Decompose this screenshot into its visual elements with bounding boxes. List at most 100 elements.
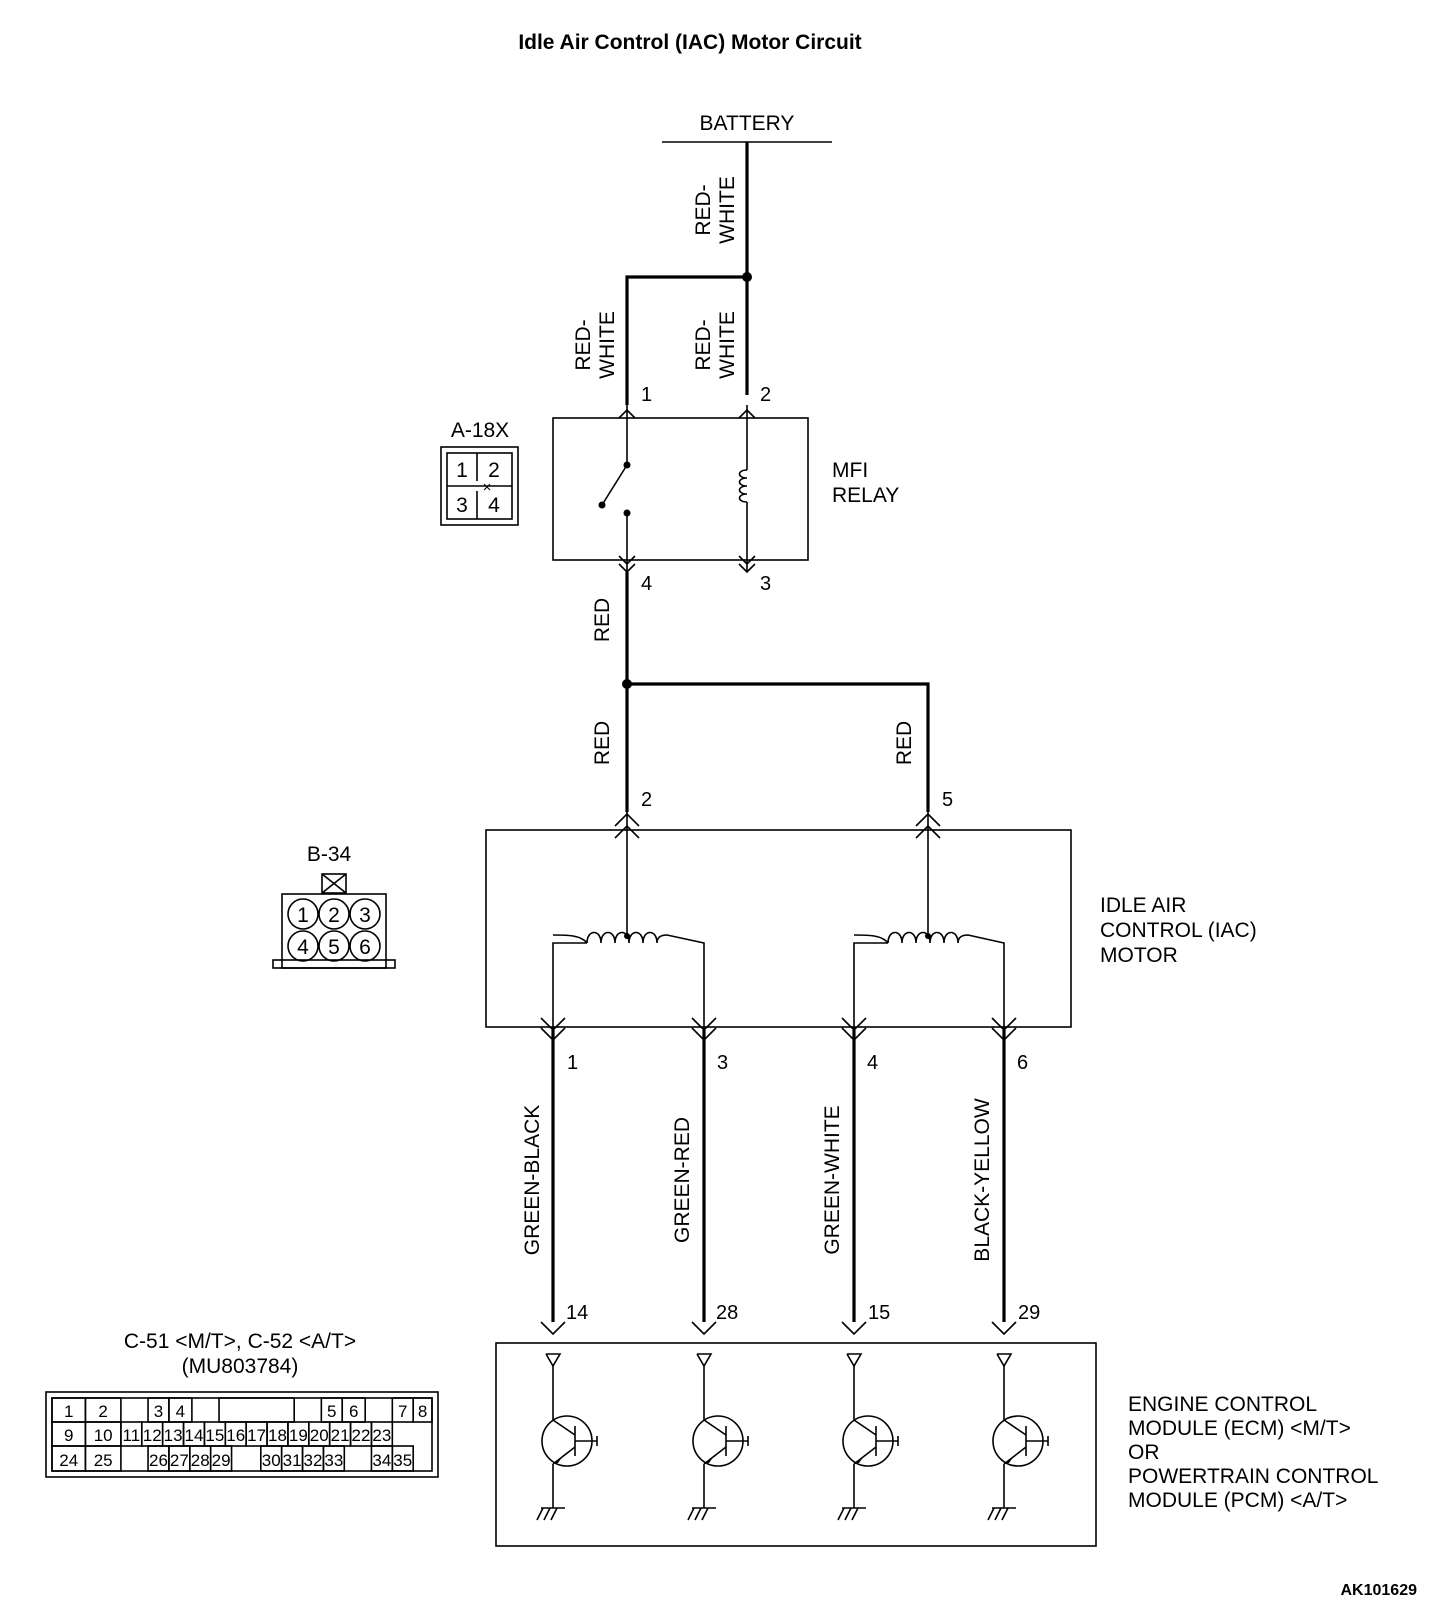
- ecm-driver-transistor-4: [987, 1353, 1049, 1521]
- relay-pin-4: 4: [641, 573, 652, 595]
- relay-name-line1: MFI: [832, 459, 868, 482]
- ecm-connector-pin-32: 32: [304, 1451, 323, 1470]
- ecm-connector-cavity-bottom-6: [209, 1445, 233, 1472]
- wire-color-motor-pin3: GREEN-RED: [671, 1117, 694, 1243]
- ecm-pin-14: 14: [566, 1302, 588, 1324]
- relay-connector-id: A-18X: [451, 419, 509, 442]
- motor-pin-3: 3: [717, 1052, 728, 1074]
- motor-pin-5: 5: [942, 789, 953, 811]
- motor-pin-1: 1: [567, 1052, 578, 1074]
- ecm-connector-pin-22: 22: [352, 1426, 371, 1445]
- motor-name-line1: IDLE AIR: [1100, 894, 1186, 917]
- ecm-connector-pin-29: 29: [212, 1451, 231, 1470]
- motor-coil1-tap: [624, 933, 630, 939]
- ecm-name-line2: MODULE (ECM) <M/T>: [1128, 1417, 1351, 1440]
- ecm-connector-pin-7: 7: [398, 1402, 407, 1421]
- relay-pin-2: 2: [760, 384, 771, 406]
- relay-connector-pin-4: 4: [488, 494, 500, 517]
- ecm-driver-transistor-1: [536, 1353, 598, 1521]
- ecm-connector-pin-35: 35: [393, 1451, 412, 1470]
- wire-color-battery-feed-line1: RED-: [692, 184, 715, 235]
- ecm-pin-28: 28: [716, 1302, 738, 1324]
- motor-pin-4: 4: [867, 1052, 878, 1074]
- svg-text:×: ×: [483, 479, 492, 496]
- ecm-connector-pin-28: 28: [191, 1451, 210, 1470]
- relay-connector-face-icon: ×: [440, 446, 519, 526]
- ecm-connector-pin-21: 21: [331, 1426, 350, 1445]
- ecm-connector-pin-25: 25: [94, 1451, 113, 1470]
- relay-connector-pin-2: 2: [488, 459, 500, 482]
- ecm-connector-pin-24: 24: [59, 1451, 78, 1470]
- ecm-connector-pin-3: 3: [154, 1402, 163, 1421]
- motor-pin-6: 6: [1017, 1052, 1028, 1074]
- relay-pin1-wire: [625, 275, 747, 405]
- ecm-connector-pin-31: 31: [283, 1451, 302, 1470]
- ecm-connector-pin-5: 5: [327, 1402, 336, 1421]
- ecm-terminals: [540, 1321, 1017, 1336]
- motor-connector-pin-4: 4: [297, 936, 309, 959]
- wire-color-relay-pin1-line1: RED-: [572, 319, 595, 370]
- ecm-connector-pin-11: 11: [123, 1426, 141, 1445]
- wire-color-relay-out: RED: [591, 598, 614, 642]
- ecm-connector-pin-27: 27: [170, 1451, 189, 1470]
- relay-name-line2: RELAY: [832, 484, 899, 507]
- motor-connector-pin-3: 3: [359, 904, 371, 927]
- ecm-connector-pin-8: 8: [418, 1402, 427, 1421]
- ecm-name-line3: OR: [1128, 1441, 1160, 1464]
- motor-connector-pin-1: 1: [297, 904, 309, 927]
- motor-connector-pin-5: 5: [328, 936, 340, 959]
- ecm-connector-cavity-top-9: [412, 1397, 433, 1423]
- wire-color-motor-pin6: BLACK-YELLOW: [971, 1098, 994, 1262]
- motor-connector-pin-6: 6: [359, 936, 371, 959]
- ecm-connector-pin-16: 16: [226, 1426, 245, 1445]
- motor-connector-pin-2: 2: [328, 904, 340, 927]
- motor-connector-face-icon: [272, 873, 396, 969]
- ecm-connector-pin-17: 17: [247, 1426, 266, 1445]
- wire-color-motor-pin5: RED: [893, 721, 916, 765]
- relay-switch-blade: [601, 464, 628, 506]
- motor-coil-2: [853, 931, 1005, 1030]
- ecm-connector-cavity-bottom-12: [391, 1445, 415, 1472]
- relay-connector-pin-3: 3: [456, 494, 468, 517]
- relay-pin-3: 3: [760, 573, 771, 595]
- ecm-connector-pin-14: 14: [185, 1426, 204, 1445]
- ecm-connector-pin-34: 34: [372, 1451, 391, 1470]
- motor-bottom-terminals: [540, 1017, 1017, 1042]
- ecm-connector-pin-4: 4: [176, 1402, 185, 1421]
- figure-id: AK101629: [1341, 1582, 1418, 1599]
- relay-coil: [738, 469, 748, 503]
- ecm-transistors: [536, 1353, 1049, 1521]
- wire-color-battery-feed-line2: WHITE: [716, 176, 739, 244]
- ecm-connector-cavity-top-5: [218, 1397, 295, 1423]
- mfi-relay-box: [552, 417, 809, 561]
- ecm-box: [495, 1342, 1097, 1547]
- wire-color-relay-pin1-line2: WHITE: [596, 311, 619, 379]
- ecm-connector-pin-1: 1: [64, 1402, 73, 1421]
- ecm-connector-pin-18: 18: [268, 1426, 287, 1445]
- motor-coil2-tap: [925, 933, 931, 939]
- ecm-connector-part-number: (MU803784): [182, 1355, 299, 1378]
- wire-color-motor-pin1: GREEN-BLACK: [521, 1105, 544, 1256]
- ecm-connector-pin-19: 19: [289, 1426, 308, 1445]
- motor-pin5-feed-wire: [627, 682, 930, 812]
- ecm-connector-pin-15: 15: [205, 1426, 224, 1445]
- motor-name-line3: MOTOR: [1100, 944, 1178, 967]
- ecm-name-line4: POWERTRAIN CONTROL: [1128, 1465, 1378, 1488]
- relay-switch-pivot: [598, 501, 606, 509]
- ecm-connector-cavity-bottom-10: [322, 1445, 346, 1472]
- ecm-pin-15: 15: [868, 1302, 890, 1324]
- ecm-connector-id: C-51 <M/T>, C-52 <A/T>: [124, 1330, 356, 1353]
- ecm-connector-pin-13: 13: [164, 1426, 183, 1445]
- motor-pin-2: 2: [641, 789, 652, 811]
- diagram-title: Idle Air Control (IAC) Motor Circuit: [518, 31, 861, 54]
- ecm-name-line5: MODULE (PCM) <A/T>: [1128, 1489, 1347, 1512]
- motor-coil-1: [552, 931, 705, 1030]
- ecm-connector-pin-2: 2: [98, 1402, 107, 1421]
- ecm-connector-pin-33: 33: [324, 1451, 343, 1470]
- ecm-connector-pin-12: 12: [143, 1426, 162, 1445]
- motor-connector-id: B-34: [307, 843, 352, 866]
- ecm-connector-pin-30: 30: [262, 1451, 281, 1470]
- ecm-name-line1: ENGINE CONTROL: [1128, 1393, 1317, 1416]
